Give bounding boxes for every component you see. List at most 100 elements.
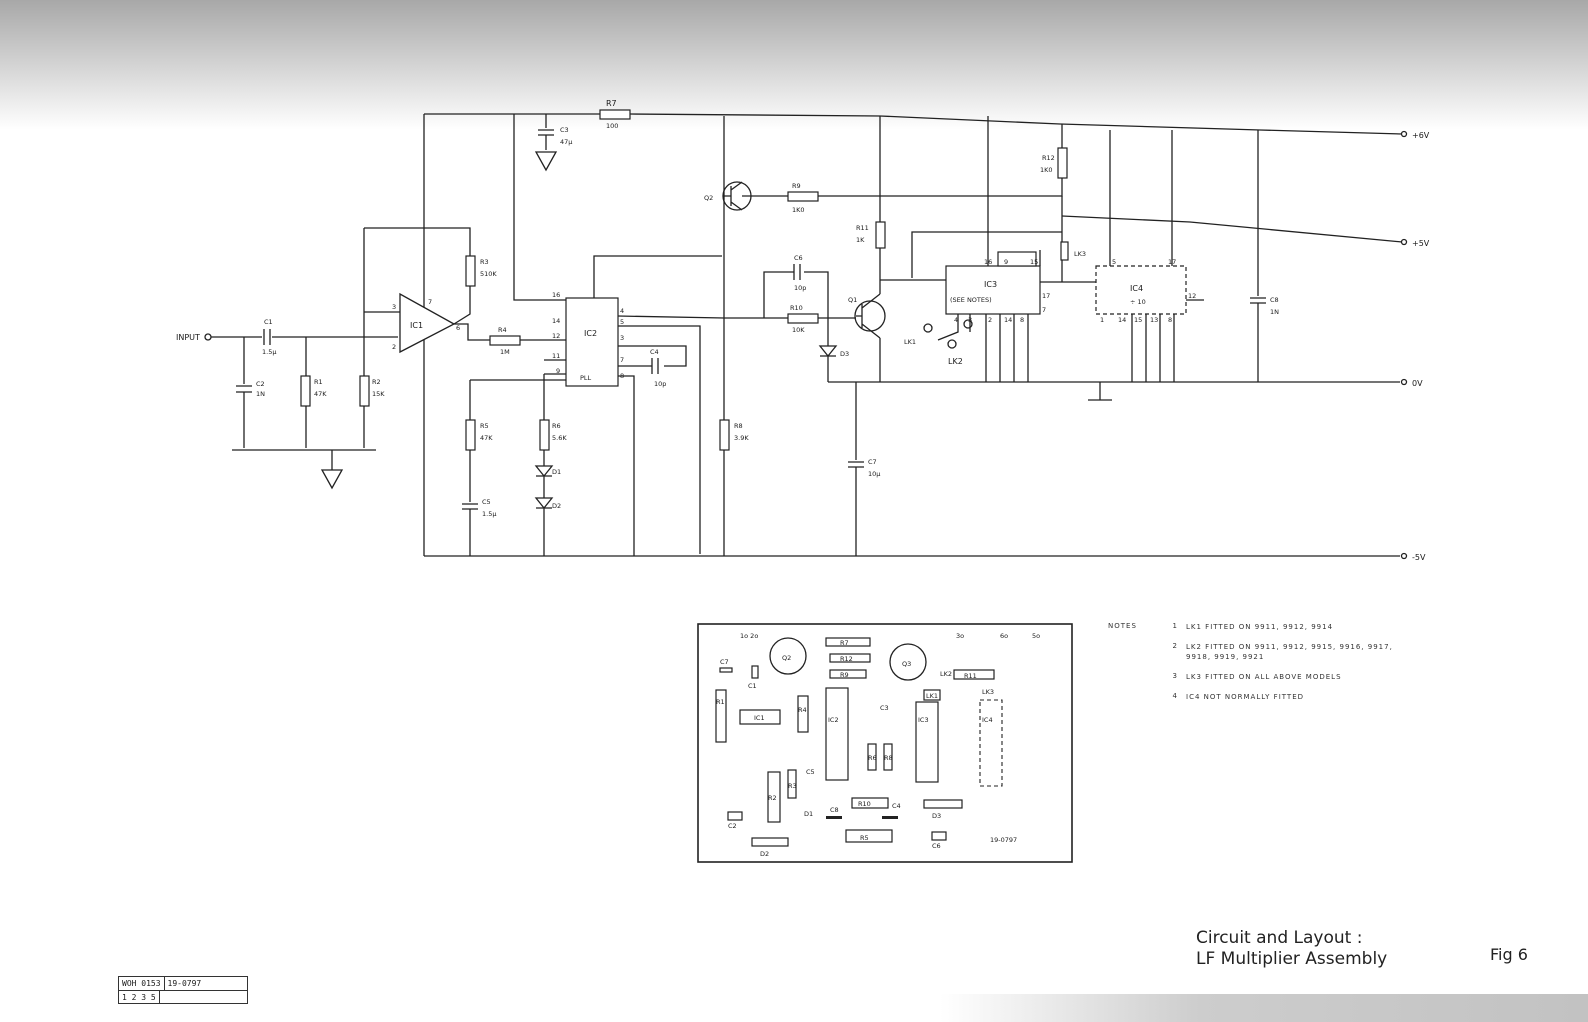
r6-ref: R6 [552,422,561,430]
c8-value: 1N [1270,308,1279,316]
ic2-sub: PLL [580,374,592,382]
stamp-drawing: 19-0797 [167,979,202,988]
ic2-pin-l4: 9 [556,367,560,375]
c6-ref: C6 [794,254,803,262]
d1-ref: D1 [552,468,561,476]
ic4-pin-t0: 5 [1112,258,1116,266]
ic1-pin-a: 3 [392,303,396,311]
c6-value: 10p [794,284,806,292]
rail-label-mid: +5V [1412,239,1430,248]
c5-value: 1.5µ [482,510,496,518]
pcb-q3: Q3 [902,660,911,668]
c3-ref: C3 [560,126,569,134]
d3-ref: D3 [840,350,849,358]
rail-terminals [1400,130,1408,560]
ic4-pin-b2: 15 [1134,316,1142,324]
c4-ref: C4 [650,348,659,356]
rail-lines [423,113,1403,557]
rail-label-plus: +6V [1412,131,1430,140]
pcb-drawing-no: 19-0797 [990,836,1017,844]
r10-ref: R10 [790,304,803,312]
c1-ref: C1 [264,318,273,326]
ic4-pin-r0: 12 [1188,292,1196,300]
pcb-r3: R3 [788,782,797,790]
ic2-pin-l1: 14 [552,317,560,325]
r2-ref: R2 [372,378,381,386]
input-label: INPUT [176,333,200,342]
q1-stage [724,116,886,556]
pcb-r11: R11 [964,672,977,680]
pcb-c4: C4 [892,802,901,810]
ic4-pin-b4: 8 [1168,316,1172,324]
ic1-ref: IC1 [410,321,423,330]
pcb-c2: C2 [728,822,737,830]
pcb-layout [697,623,1073,863]
note-item-2: 2 LK2 FITTED ON 9911, 9912, 9915, 9916, … [1108,642,1408,662]
ic2-pin-r2: 3 [620,334,624,342]
ic3-pin-b0: 4 [954,316,958,324]
pcb-r2: R2 [768,794,777,802]
pcb-top-label-2: 6o [1000,632,1008,640]
r9-ref: R9 [792,182,801,190]
c2-ref: C2 [256,380,265,388]
pcb-r8: R8 [884,754,893,762]
pcb-ic2: IC2 [828,716,839,724]
stamp-code: WOH 0153 [119,977,165,990]
r5-value: 47K [480,434,493,442]
ic4-pin-b3: 13 [1150,316,1158,324]
pcb-c5: C5 [806,768,815,776]
note-text: LK3 FITTED ON ALL ABOVE MODELS [1186,673,1342,681]
ic3-pin-t0: 16 [984,258,992,266]
note-text: LK2 FITTED ON 9911, 9912, 9915, 9916, 99… [1186,643,1393,661]
r8-value: 3.9K [734,434,749,442]
ic3-pin-t2: 15 [1030,258,1038,266]
note-item-4: 4 IC4 NOT NORMALLY FITTED [1108,692,1408,702]
lk1-ref: LK1 [904,338,916,346]
ic3-ref: IC3 [984,280,997,289]
r12-value: 1K0 [1040,166,1053,174]
r8-ref: R8 [734,422,743,430]
pcb-ic1: IC1 [754,714,765,722]
drawing-stamp: WOH 0153 19-0797 1 2 3 5 [118,976,248,1004]
ic2-pin-r1: 5 [620,318,624,326]
r3-ref: R3 [480,258,489,266]
note-item-1: NOTES 1 LK1 FITTED ON 9911, 9912, 9914 [1108,622,1408,632]
r2-value: 15K [372,390,385,398]
ic3-pin-t1: 9 [1004,258,1008,266]
note-number: 3 [1172,672,1178,680]
c1-value: 1.5µ [262,348,276,356]
pcb-r6: R6 [868,754,877,762]
lk2-ref: LK2 [948,357,963,366]
pcb-lk3: LK3 [982,688,994,696]
r9-value: 1K0 [792,206,805,214]
pcb-top-label-0: 1o 2o [740,632,758,640]
r5-ref: R5 [480,422,489,430]
c7-ref: C7 [868,458,877,466]
scan-shading-top [0,0,1588,130]
figure-number: Fig 6 [1490,945,1528,964]
r11-value: 1K [856,236,865,244]
notes-block: NOTES 1 LK1 FITTED ON 9911, 9912, 9914 2… [1108,622,1408,712]
pcb-r4: R4 [798,706,807,714]
note-number: 4 [1172,692,1178,700]
pcb-r10: R10 [858,800,871,808]
pcb-c8: C8 [830,806,839,814]
r7-ref: R7 [606,99,617,108]
ic3-counter [880,116,1096,382]
c3-value: 47µ [560,138,572,146]
d2-ref: D2 [552,502,561,510]
ic2-pin-r3: 7 [620,356,624,364]
ic2-pin-r0: 4 [620,307,624,315]
pcb-d2: D2 [760,850,769,858]
scan-shading-bottom [940,994,1588,1022]
r6-value: 5.6K [552,434,567,442]
r4-ref: R4 [498,326,507,334]
pcb-r12: R12 [840,655,853,663]
ic4-pin-t1: 17 [1168,258,1176,266]
r1-value: 47K [314,390,327,398]
note-text: IC4 NOT NORMALLY FITTED [1186,693,1305,701]
c3-r7 [513,109,631,301]
rail-label-zero: 0V [1412,379,1423,388]
ic3-pin-r1: 7 [1042,306,1046,314]
pcb-top-label-3: 5o [1032,632,1040,640]
